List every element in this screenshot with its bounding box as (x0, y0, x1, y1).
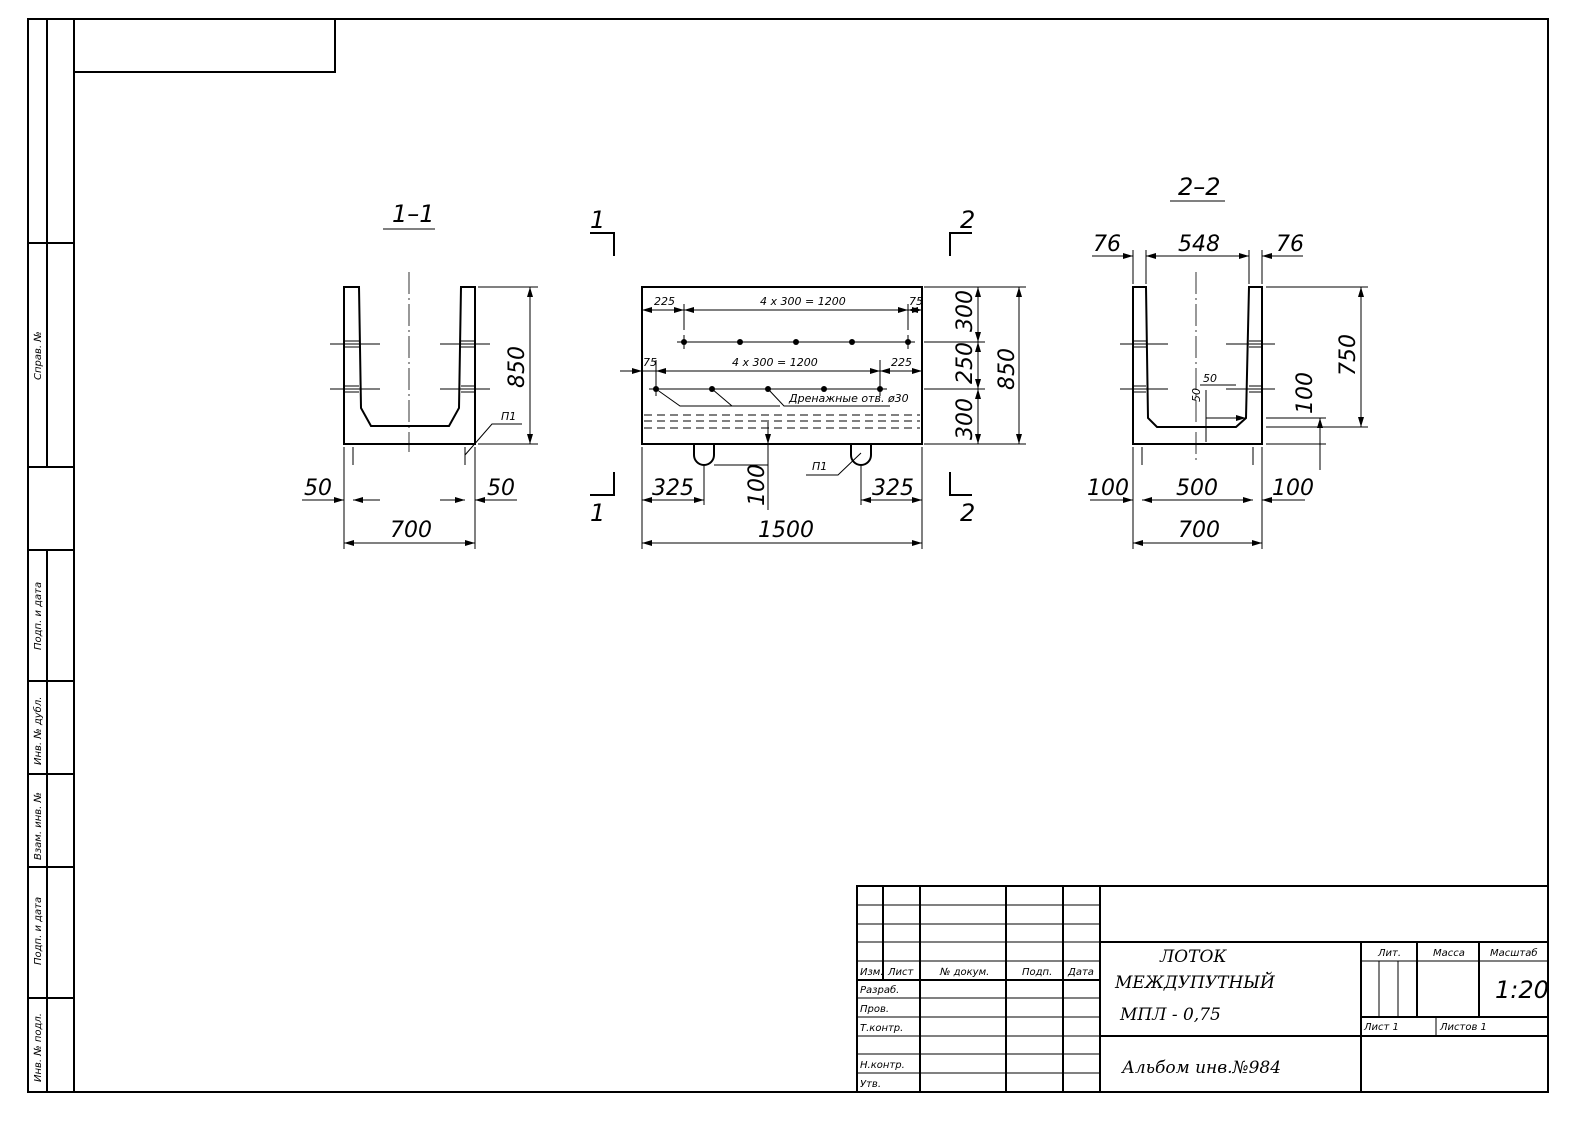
inv-podl-label: Инв. № подл. (33, 1013, 44, 1082)
drain-hole (737, 339, 743, 345)
front-view: 1 1 2 2 225 4 x 300 = 1200 75 (590, 206, 1026, 549)
dim-50-left: 50 (304, 476, 332, 501)
dim-548-top: 548 (1178, 232, 1220, 257)
col-podp: Подп. (1022, 967, 1052, 978)
product-code: МПЛ - 0,75 (1119, 1005, 1221, 1025)
scale-label: Масштаб (1490, 947, 1538, 959)
section-2-2: 2–2 76 548 76 750 50 50 (1087, 173, 1368, 549)
dim-50-inner-b: 50 (1203, 372, 1217, 385)
dim-76-right: 76 (1276, 232, 1304, 257)
side-strip: Справ. № Подп. и дата Инв. № дубл. Взам.… (32, 331, 44, 1082)
dim-1200-top: 4 x 300 = 1200 (760, 295, 846, 308)
leader-p1-label: П1 (501, 410, 516, 423)
podp-date-label-2: Подп. и дата (33, 897, 44, 965)
row-prov: Пров. (860, 1004, 889, 1015)
product-name-1: ЛОТОК (1159, 947, 1227, 967)
dim-100-right: 100 (1272, 476, 1314, 501)
front-leader-p1: П1 (812, 460, 827, 473)
cut-mark-2-bottom: 2 (960, 499, 975, 527)
height-850-label: 850 (505, 346, 530, 388)
dim-100-inner: 100 (1293, 372, 1318, 414)
col-list: Лист (887, 967, 915, 978)
dim-325-left: 325 (652, 476, 694, 501)
support-foot-left (693, 444, 715, 466)
row-utv: Утв. (860, 1079, 881, 1090)
dim-100-foot: 100 (745, 464, 770, 506)
front-view-outline (641, 286, 923, 445)
scale-value: 1:20 (1495, 976, 1549, 1004)
lit-label: Лит. (1377, 948, 1401, 959)
sheet-label: Лист 1 (1363, 1022, 1399, 1033)
section-1-1-title: 1–1 (392, 200, 435, 228)
cut-mark-1-top: 1 (590, 206, 605, 234)
dim-1200-bottom: 4 x 300 = 1200 (732, 356, 818, 369)
drain-hole (793, 339, 799, 345)
title-block: Изм. Лист № докум. Подп. Дата Разраб. Пр… (856, 885, 1549, 1093)
product-name-2: МЕЖДУПУТНЫЙ (1114, 971, 1276, 993)
cut-mark-1-bottom: 1 (590, 499, 605, 527)
col-date: Дата (1067, 967, 1094, 978)
dim-250-mid: 250 (953, 342, 978, 384)
dim-75-bottom: 75 (643, 356, 657, 369)
dim-1500-length: 1500 (758, 518, 814, 543)
dim-76-left: 76 (1093, 232, 1121, 257)
mass-label: Масса (1433, 948, 1465, 959)
cut-mark-2-top: 2 (960, 206, 975, 234)
dim-700-width: 700 (390, 518, 432, 543)
section-2-2-title: 2–2 (1178, 173, 1221, 201)
col-doc: № докум. (939, 967, 989, 978)
section-1-1: 1–1 850 П1 50 50 700 (302, 200, 538, 549)
dim-50-right: 50 (487, 476, 515, 501)
dim-750-height: 750 (1336, 334, 1361, 376)
dim-700-width-2: 700 (1178, 518, 1220, 543)
row-razrab: Разраб. (860, 984, 899, 996)
section-1-1-outline (343, 286, 476, 445)
sheets-label: Листов 1 (1439, 1022, 1487, 1033)
dim-225-bottom: 225 (891, 356, 912, 369)
dim-325-right: 325 (872, 476, 914, 501)
dim-500-mid: 500 (1176, 476, 1218, 501)
podp-date-label: Подп. и дата (33, 582, 44, 650)
drain-note: Дренажные отв. ø30 (788, 392, 909, 405)
sprav-label: Справ. № (33, 331, 44, 380)
vzam-inv-label: Взам. инв. № (33, 792, 44, 860)
dim-225-top: 225 (654, 295, 675, 308)
row-nkontr: Н.контр. (860, 1060, 905, 1071)
dim-300-upper: 300 (953, 290, 978, 332)
inv-dubl-label: Инв. № дубл. (32, 697, 44, 765)
col-izm: Изм. (860, 967, 884, 978)
drain-hole (849, 339, 855, 345)
section-2-2-outline (1132, 286, 1263, 445)
dim-75-top: 75 (909, 295, 923, 308)
sheet-frame (27, 18, 1549, 1093)
support-foot-right (850, 444, 872, 466)
top-corner-stamp (73, 18, 336, 73)
row-tkontr: Т.контр. (860, 1023, 903, 1034)
dim-850-total: 850 (995, 348, 1020, 390)
dim-100-left: 100 (1087, 476, 1129, 501)
dim-50-inner-a: 50 (1190, 388, 1203, 402)
dim-300-lower: 300 (953, 398, 978, 440)
album-number: Альбом инв.№984 (1121, 1058, 1281, 1078)
drain-hole (821, 386, 827, 392)
